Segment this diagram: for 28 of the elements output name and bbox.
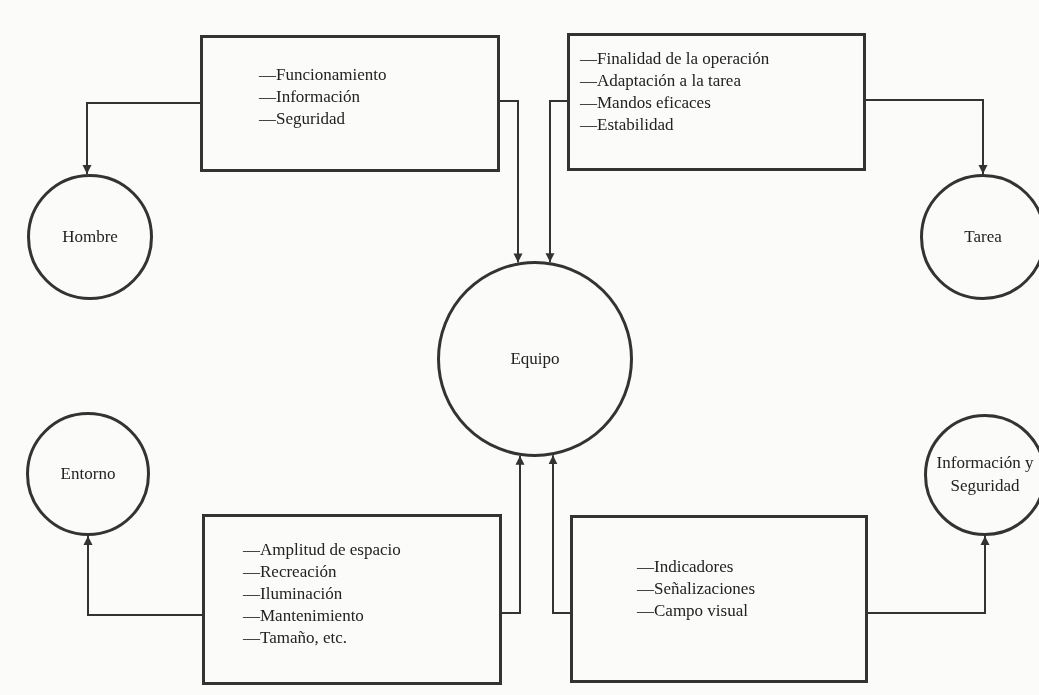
node-label: Tarea [964,225,1002,248]
list-box [570,515,868,683]
arrow [83,535,203,616]
list-item: —Recreación [243,561,338,583]
list-item: —Adaptación a la tarea [580,70,742,92]
node-label: Entorno [60,462,116,485]
list-item: —Tamaño, etc. [243,627,349,649]
list-item: —Iluminación [243,583,344,605]
list-box [202,514,502,685]
node-label: Información y Seguridad [935,452,1035,497]
node-label: Hombre [62,225,118,248]
list-item: —Mantenimiento [243,605,365,627]
list-item: —Indicadores [637,556,735,578]
list-item: —Finalidad de la operación [580,48,771,70]
list-item: —Seguridad [259,108,346,130]
list-item: —Información [259,86,362,108]
list-item: —Mandos eficaces [580,92,712,114]
node-label: Equipo [510,347,560,370]
list-box [567,33,866,171]
list-item: —Estabilidad [580,114,675,136]
arrow [865,99,988,175]
list-item: —Amplitud de espacio [243,539,402,561]
list-item: —Campo visual [637,600,749,622]
list-item: —Señalizaciones [637,578,756,600]
arrow [867,535,990,614]
list-item: —Funcionamiento [259,64,388,86]
list-box [200,35,500,172]
arrow [82,102,201,176]
